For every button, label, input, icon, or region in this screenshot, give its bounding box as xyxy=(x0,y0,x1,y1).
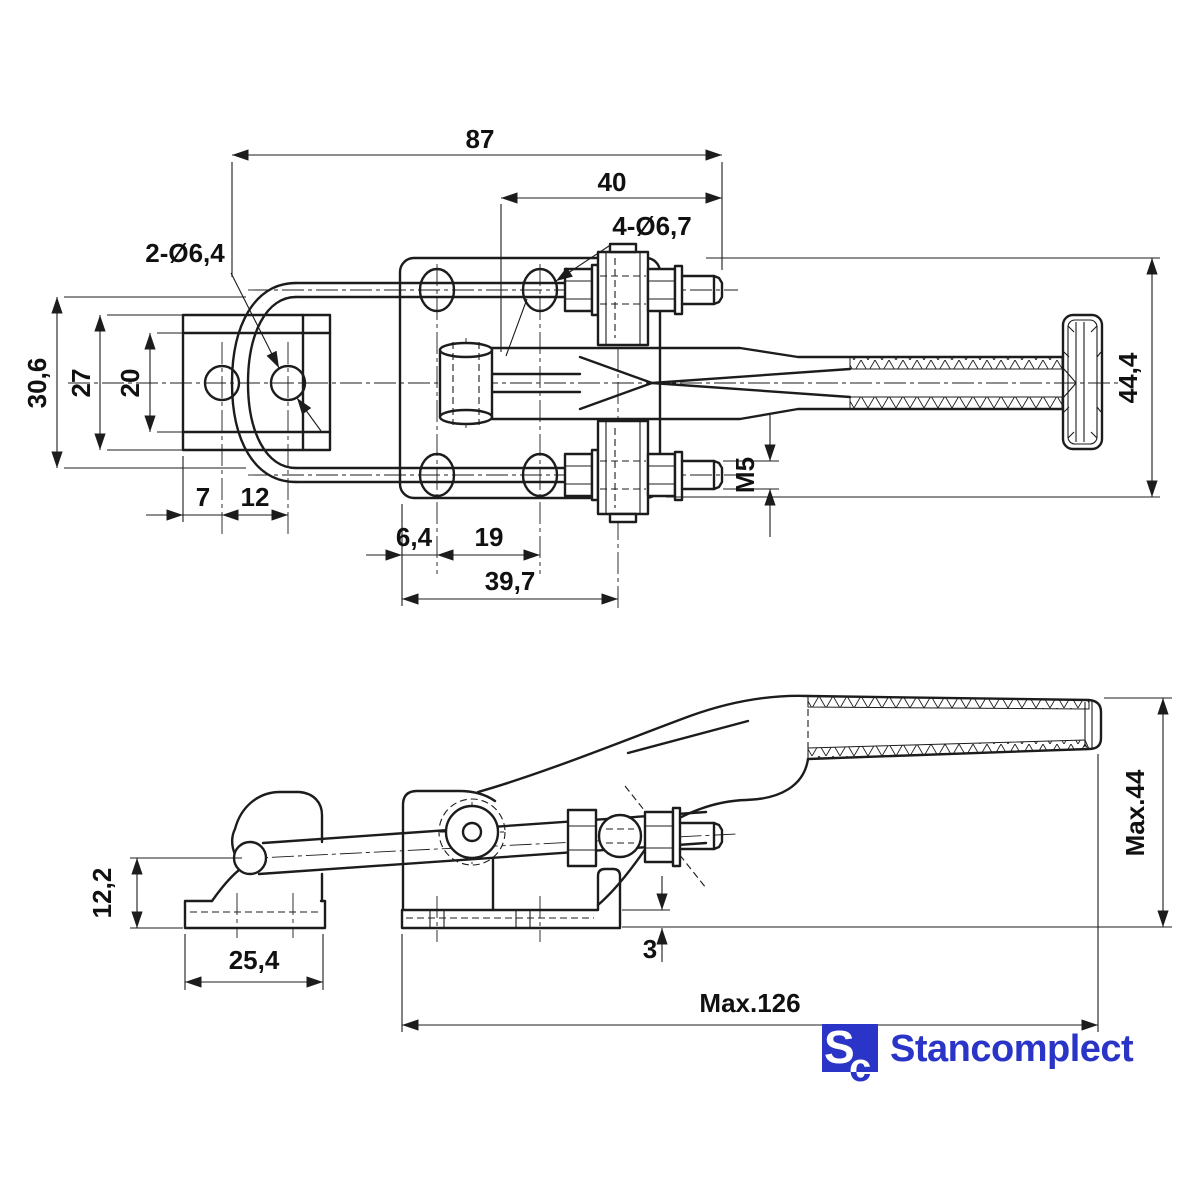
logo-mark xyxy=(822,1024,878,1072)
side-lever xyxy=(476,694,1103,907)
dim-overall-length: 87 xyxy=(466,124,495,154)
dim-catch-flange-width: 20 xyxy=(115,369,145,398)
top-view-dimensions: 87 40 4-Ø6,7 2-Ø6,4 30,6 27 20 7 xyxy=(22,124,1160,606)
dim-body-width: 44,4 xyxy=(1113,352,1143,403)
plate-hole-1 xyxy=(418,267,456,313)
t-handle xyxy=(1061,313,1104,451)
dim-loop-width: 30,6 xyxy=(22,358,52,409)
plate-hole-2 xyxy=(521,267,559,313)
dim-base-thickness: 3 xyxy=(643,934,657,964)
dim-latch-height: 12,2 xyxy=(87,868,117,919)
dim-catch-plate-height: 27 xyxy=(66,369,96,398)
side-view-dimensions: 12,2 25,4 3 Max.126 Max.44 xyxy=(87,697,1172,1032)
plate-hole-3 xyxy=(418,452,456,498)
dim-plate-edge-to-axis: 39,7 xyxy=(485,566,536,596)
logo-monogram-c-overlay: c xyxy=(849,1046,871,1090)
base-plate xyxy=(398,256,662,500)
dim-catch-edge-to-hole: 7 xyxy=(196,482,210,512)
dim-catch-holes: 2-Ø6,4 xyxy=(145,238,225,268)
clevis-bushing xyxy=(438,348,494,419)
logo-monogram-s: S xyxy=(824,1021,855,1073)
top-view: 87 40 4-Ø6,7 2-Ø6,4 30,6 27 20 7 xyxy=(22,124,1160,612)
dim-plate-edge-to-hole: 6,4 xyxy=(396,522,433,552)
dim-max-length: Max.126 xyxy=(699,988,800,1018)
pivot-pin xyxy=(461,821,483,843)
lever-arm xyxy=(438,313,1104,451)
dim-max-height: Max.44 xyxy=(1120,769,1150,856)
grip-knurl-top xyxy=(807,695,1090,710)
side-base-bracket xyxy=(400,789,622,930)
grip-knurl-bottom xyxy=(807,739,1090,760)
dim-stud-to-handle: 40 xyxy=(598,167,627,197)
side-catch xyxy=(183,790,327,930)
side-pivot-assembly xyxy=(438,798,724,868)
dim-catch-hole-spacing: 12 xyxy=(241,482,270,512)
dim-catch-base-length: 25,4 xyxy=(229,945,280,975)
knurl-band-bottom xyxy=(849,396,1063,410)
catch-hole-right xyxy=(269,364,307,402)
logo-monogram-c: c xyxy=(849,1046,871,1090)
cross-bolt-end xyxy=(597,813,643,859)
logo: S c c Stancomplect xyxy=(822,1021,1135,1090)
catch-plate xyxy=(181,313,332,452)
dim-thread-size: M5 xyxy=(730,457,760,493)
logo-name: Stancomplect xyxy=(890,1028,1134,1070)
dim-plate-hole-spacing: 19 xyxy=(475,522,504,552)
u-bolt-loop xyxy=(230,281,567,484)
knurl-band-top xyxy=(849,356,1063,370)
catch-hole-left xyxy=(203,364,241,402)
side-view: 12,2 25,4 3 Max.126 Max.44 xyxy=(87,694,1172,1032)
stud-assemblies xyxy=(563,242,724,524)
dim-plate-holes: 4-Ø6,7 xyxy=(612,211,692,241)
plate-hole-4 xyxy=(521,452,559,498)
